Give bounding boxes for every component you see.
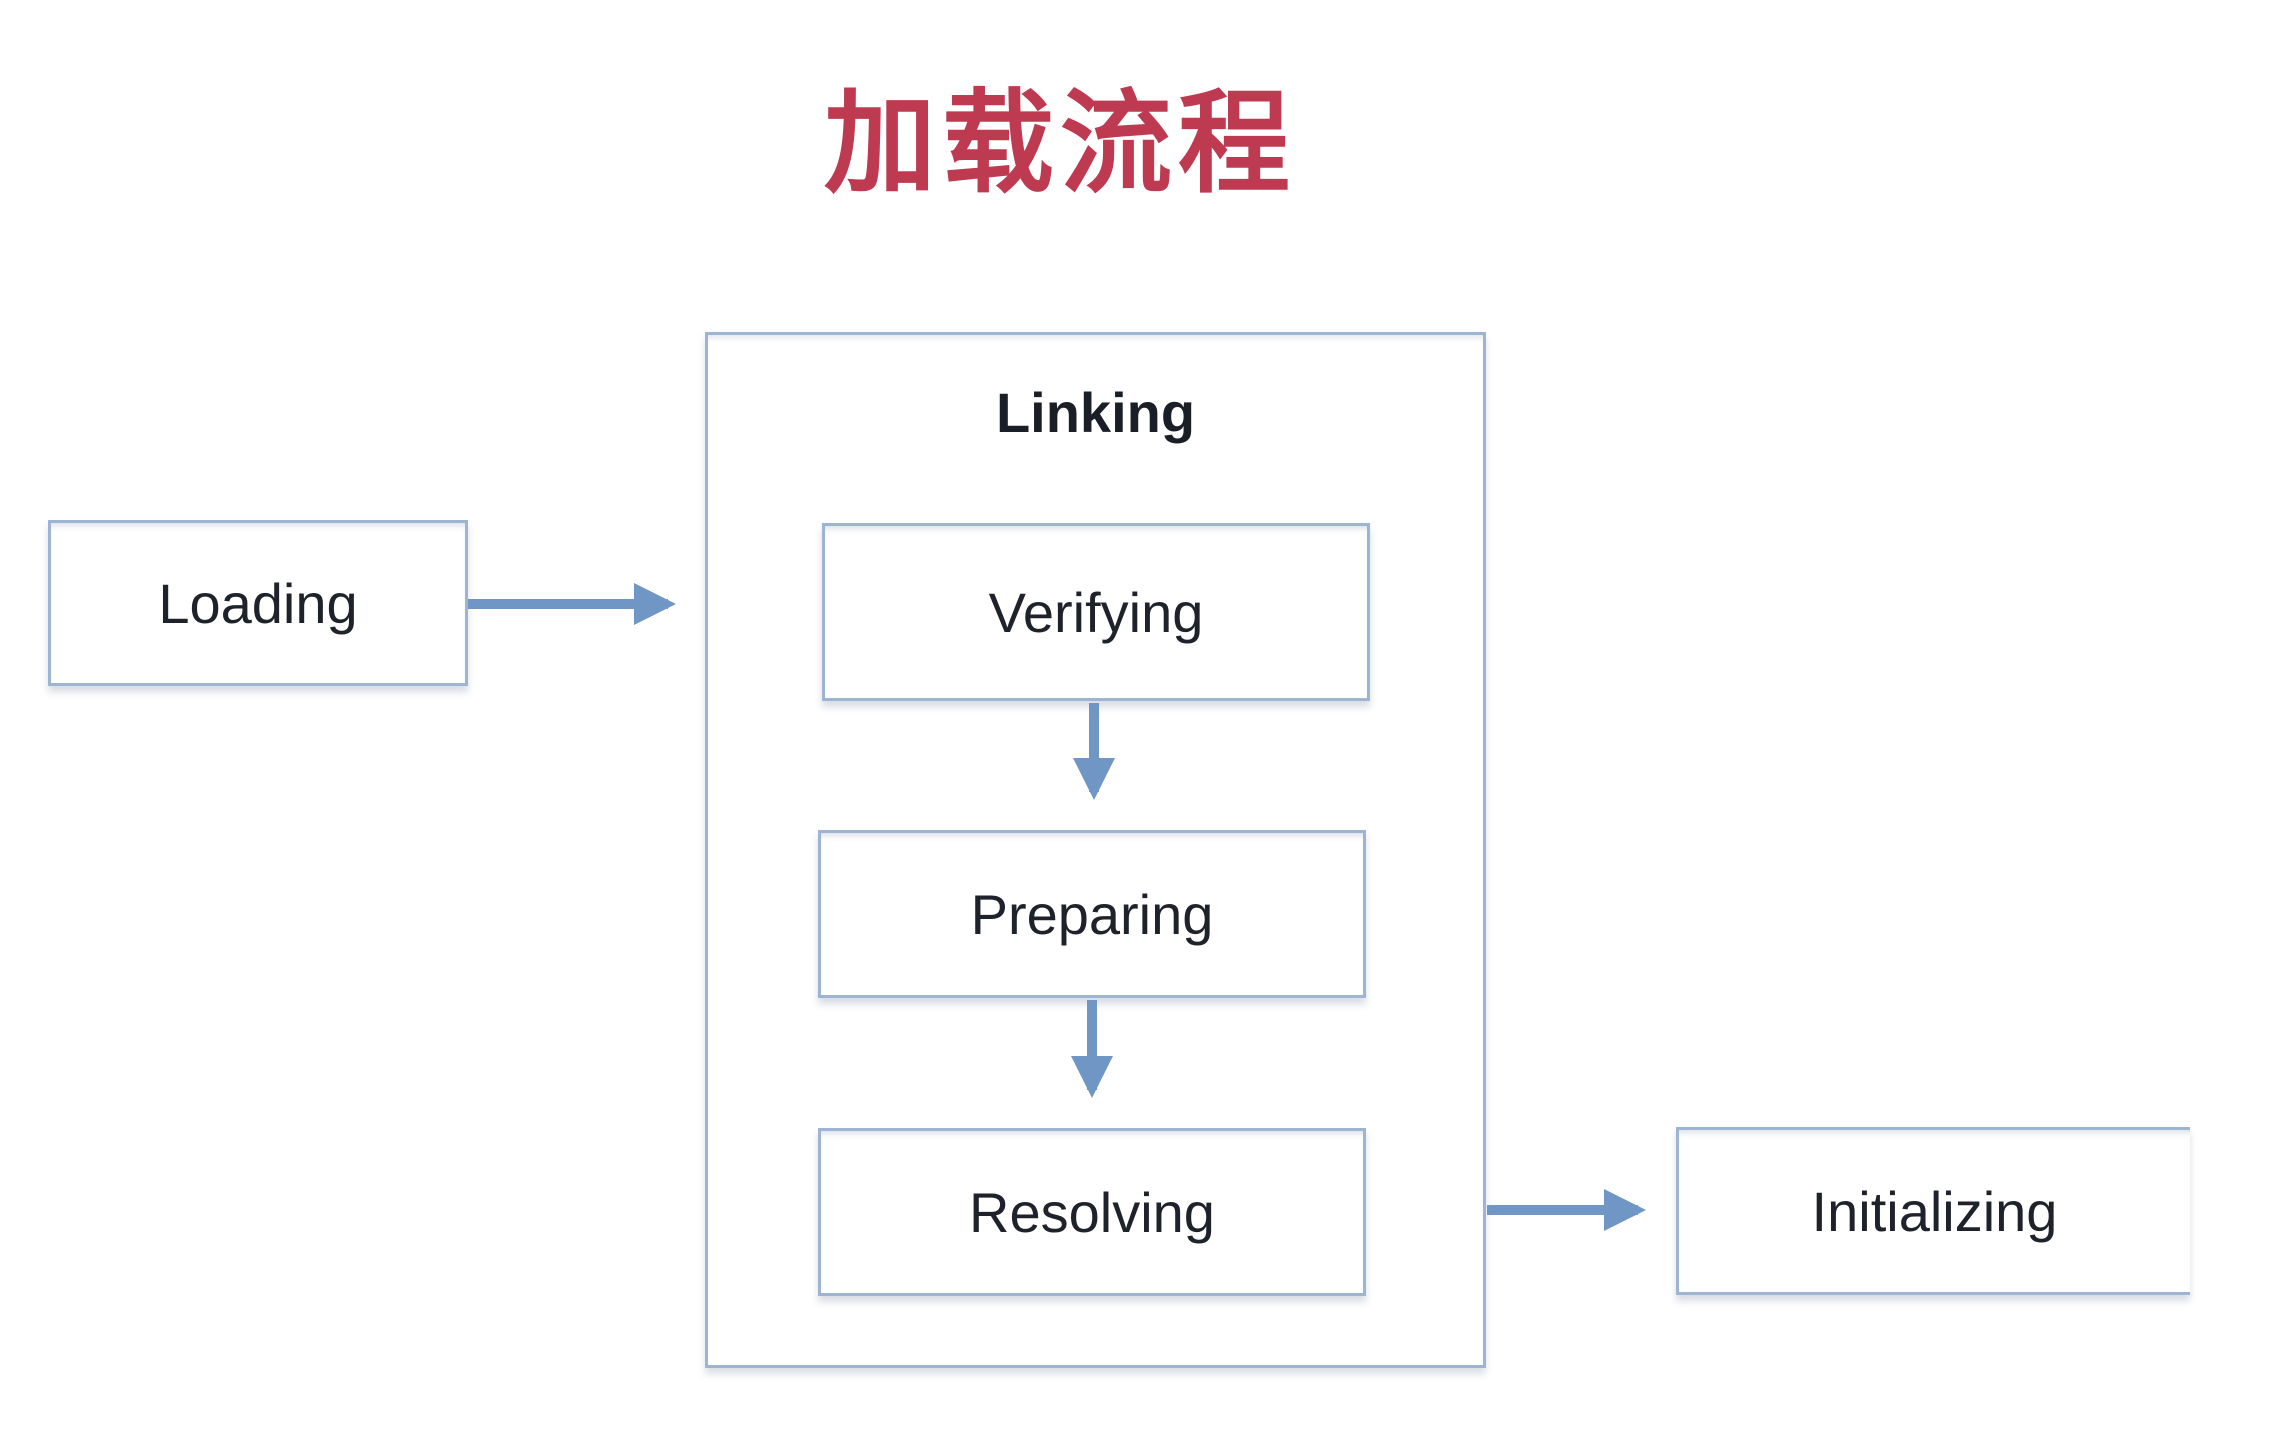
node-loading: Loading (48, 520, 468, 686)
node-loading-label: Loading (158, 571, 358, 635)
node-preparing-label: Preparing (970, 882, 1214, 946)
node-verifying: Verifying (822, 523, 1370, 701)
page-title: 加载流程 (824, 81, 1296, 206)
node-resolving-label: Resolving (969, 1180, 1215, 1244)
node-verifying-label: Verifying (988, 580, 1204, 644)
node-initializing-label: Initializing (1811, 1179, 2058, 1243)
node-preparing: Preparing (818, 830, 1366, 998)
node-initializing: Initializing (1676, 1127, 2190, 1295)
node-resolving: Resolving (818, 1128, 1366, 1296)
node-linking-label: Linking (995, 381, 1196, 444)
